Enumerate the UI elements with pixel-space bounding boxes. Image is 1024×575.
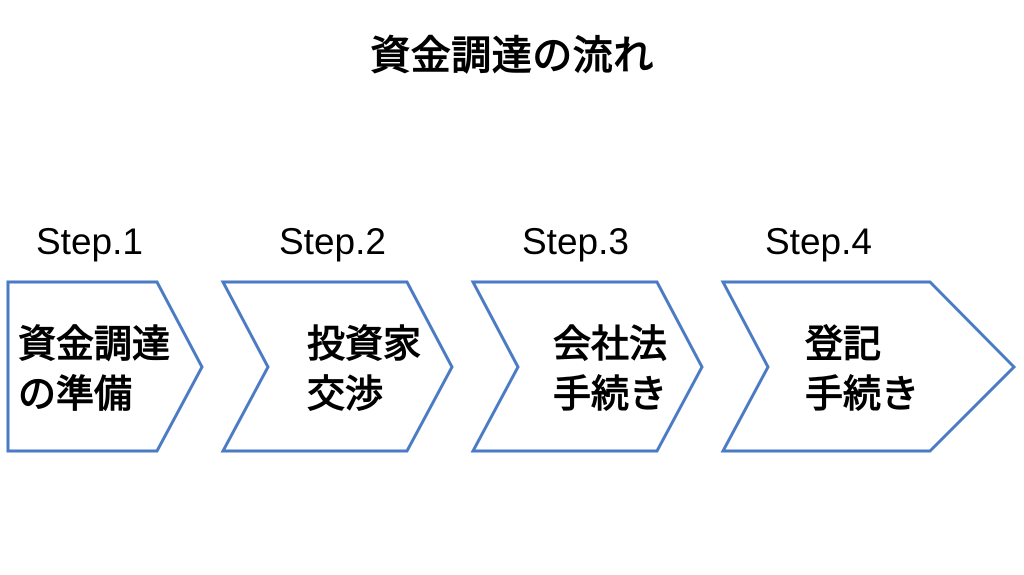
step-text-3: 会社法 手続き [553, 324, 668, 417]
step-label-4: Step.4 [765, 221, 872, 262]
step-label-2: Step.2 [279, 221, 386, 262]
step-label-1: Step.1 [36, 221, 143, 262]
step-label-3: Step.3 [522, 221, 629, 262]
step-text-2: 投資家 交渉 [307, 324, 422, 417]
step-text-4: 登記 手続き [805, 324, 920, 417]
page-title: 資金調達の流れ [370, 34, 654, 78]
step-text-1: 資金調達 の準備 [18, 324, 171, 417]
